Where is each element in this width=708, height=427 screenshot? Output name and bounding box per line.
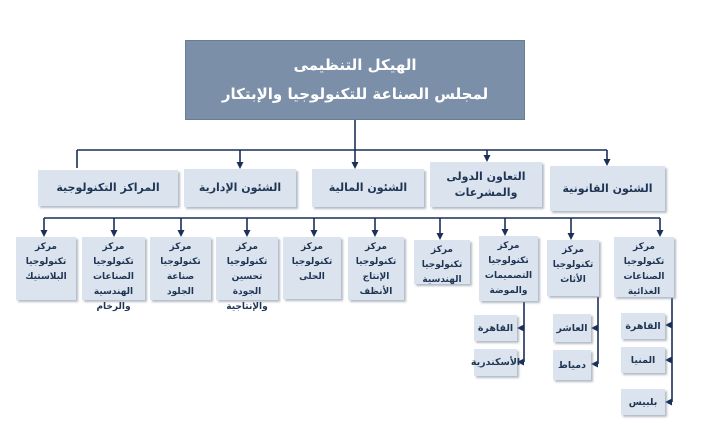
center-label: مركز تكنولوجيا الصناعات الغذائية	[623, 242, 665, 297]
dept-label: الشئون القانونية	[562, 181, 653, 195]
title-line-2: لمجلس الصناعة للتكنولوجيا والإبتكار	[221, 85, 489, 103]
branch-food-cairo: القاهرة	[621, 313, 665, 339]
center-label: مركز تكنولوجيا الحلى	[291, 242, 333, 282]
branch-food-belbeis: بلبيس	[621, 389, 665, 415]
branch-label: بلبيس	[628, 396, 658, 408]
branch-label: دمياط	[557, 359, 587, 371]
dept-label: الشئون الإدارية	[198, 181, 282, 194]
branch-label: الأسكندرية	[470, 357, 521, 368]
branch-label: القاهرة	[625, 320, 661, 332]
center-jewelry: مركز تكنولوجيا الحلى	[283, 237, 341, 299]
branch-label: العاشر	[556, 322, 588, 334]
branch-furniture-10th: العاشر	[553, 314, 591, 342]
dept-label: التعاون الدولى والمشرعات	[446, 169, 526, 199]
center-cleaner-production: مركز تكنولوجيا الإنتاج الأنظف	[348, 237, 404, 300]
center-label: مركز تكنولوجيا صناعة الجلود	[160, 242, 201, 297]
center-label: مركز تكنولوجيا التصميمات والموضة	[484, 241, 533, 296]
dept-label: الشئون المالية	[328, 181, 408, 194]
center-furniture: مركز تكنولوجيا الأثاث	[547, 240, 599, 296]
dept-financial-affairs: الشئون المالية	[312, 169, 424, 207]
center-design-fashion: مركز تكنولوجيا التصميمات والموضة	[479, 236, 538, 301]
dept-international-cooperation: التعاون الدولى والمشرعات	[430, 162, 542, 207]
branch-label: المنيا	[630, 354, 656, 366]
branch-fashion-cairo: القاهرة	[474, 315, 517, 341]
center-leather: مركز تكنولوجيا صناعة الجلود	[150, 237, 211, 300]
dept-legal-affairs: الشئون القانونية	[550, 166, 665, 211]
center-engineering: مركز تكنولوجيا الهندسية	[414, 240, 470, 285]
dept-technology-centers: المراكز التكنولوجية	[38, 170, 178, 206]
branch-fashion-alexandria: الأسكندرية	[470, 349, 521, 376]
center-label: مركز تكنولوجيا البلاستيك	[25, 242, 67, 282]
branch-label: القاهرة	[477, 322, 514, 334]
dept-administrative-affairs: الشئون الإدارية	[184, 169, 296, 207]
dept-label: المراكز التكنولوجية	[56, 181, 160, 194]
center-label: مركز تكنولوجيا الإنتاج الأنظف	[355, 242, 397, 297]
center-label: مركز تكنولوجيا تحسين الجودة والإنتاجية	[226, 242, 268, 312]
org-chart-title: الهيكل التنظيمى لمجلس الصناعة للتكنولوجي…	[185, 40, 525, 120]
center-label: مركز تكنولوجيا الأثاث	[552, 245, 594, 285]
center-quality-productivity: مركز تكنولوجيا تحسين الجودة والإنتاجية	[216, 237, 278, 312]
branch-furniture-damietta: دمياط	[553, 350, 591, 380]
title-line-1: الهيكل التنظيمى	[293, 56, 417, 74]
branch-food-minya: المنيا	[621, 347, 665, 373]
center-plastics: مركز تكنولوجيا البلاستيك	[16, 237, 76, 300]
center-engineering-marble: مركز تكنولوجيا الصناعات الهندسية والرخام	[82, 237, 145, 312]
center-label: مركز تكنولوجيا الهندسية	[421, 245, 463, 285]
center-label: مركز تكنولوجيا الصناعات الهندسية والرخام	[93, 242, 134, 312]
center-food-industries: مركز تكنولوجيا الصناعات الغذائية	[614, 237, 674, 297]
